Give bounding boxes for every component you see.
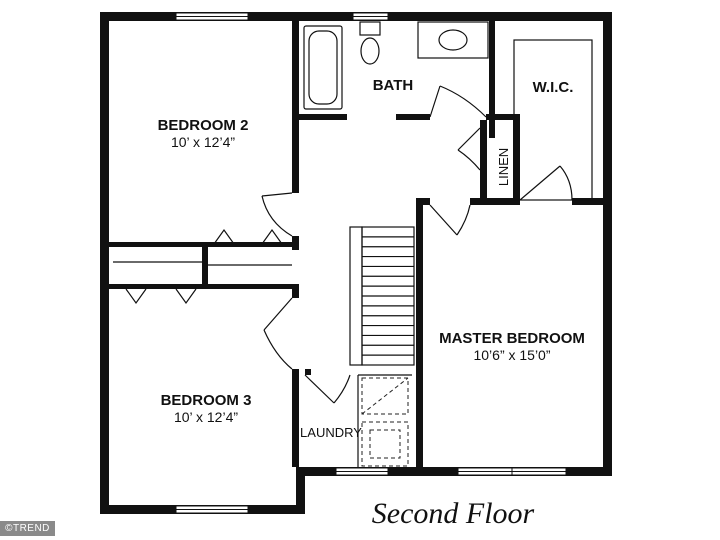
master-bedroom-name: MASTER BEDROOM [439,330,585,347]
floor-title: Second Floor [372,497,535,530]
bedroom-3-dims: 10’ x 12’4” [174,409,238,425]
closet-doors [125,228,283,305]
bath-name: BATH [373,77,414,94]
master-bedroom-dims: 10’6” x 15’0” [473,347,550,363]
stairs [349,226,415,366]
laundry-appliances [357,374,412,467]
windows [175,12,567,514]
doors [261,85,573,404]
bedroom-2-name: BEDROOM 2 [158,117,249,134]
laundry-name: LAUNDRY [300,425,362,440]
interior-walls [109,21,612,476]
watermark-badge: ©TREND [0,521,55,536]
bedroom-3-name: BEDROOM 3 [161,392,252,409]
bath-fixtures [303,21,593,201]
linen-name: LINEN [496,148,511,186]
wic-name: W.I.C. [533,79,574,96]
room-labels: BEDROOM 2 10’ x 12’4” BEDROOM 3 10’ x 12… [158,77,585,530]
bedroom-2-dims: 10’ x 12’4” [171,134,235,150]
